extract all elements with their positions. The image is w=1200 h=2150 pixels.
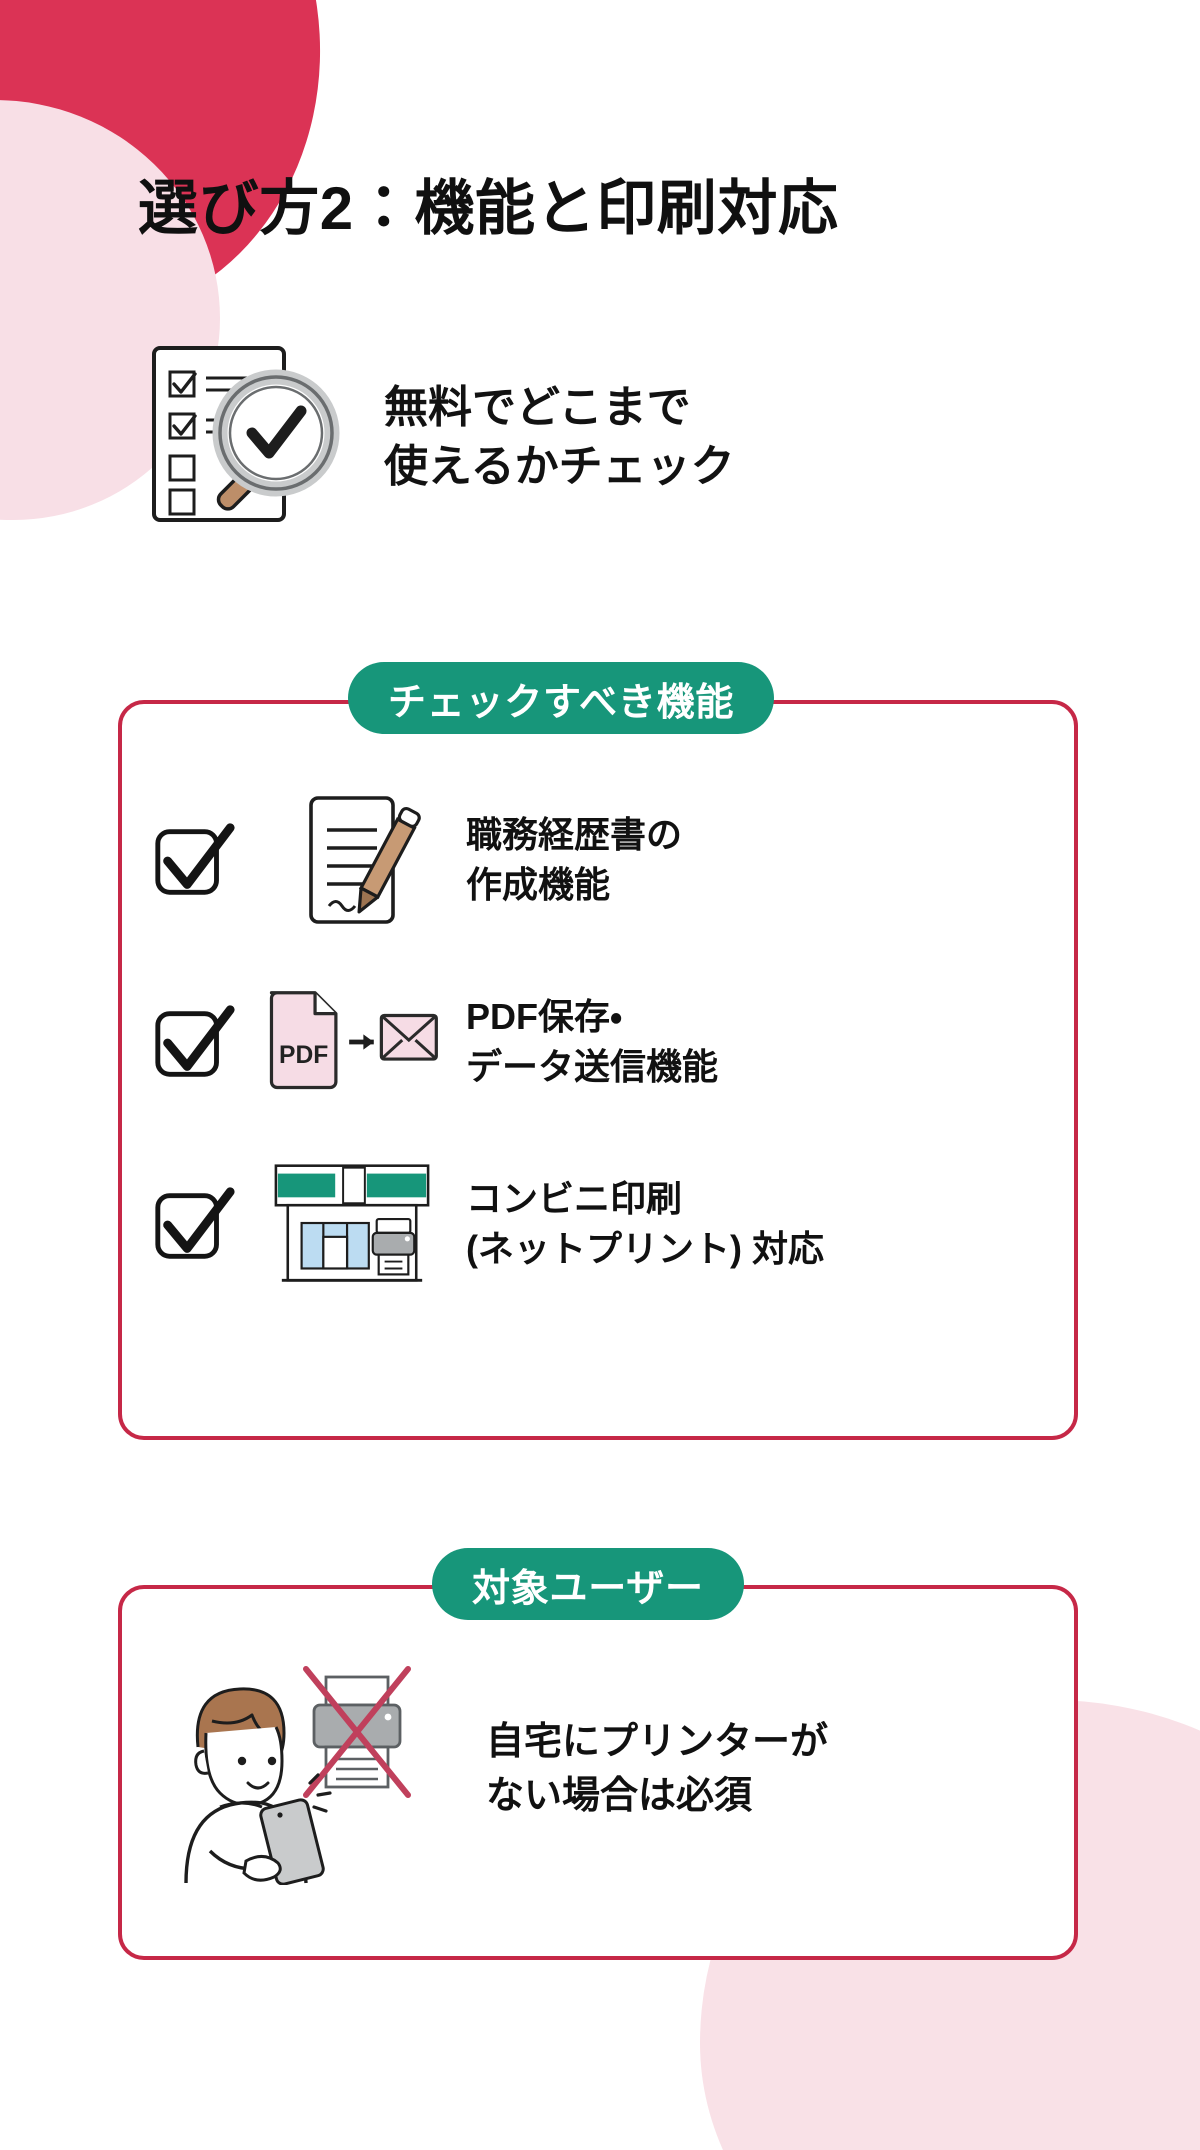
features-card-badge: チェックすべき機能 xyxy=(348,662,775,734)
feature-label-line2: データ送信機能 xyxy=(466,1046,719,1087)
target-user-label: 自宅にプリンターが ない場合は必須 xyxy=(460,1716,828,1824)
checkbox-checked-icon xyxy=(150,816,262,904)
convenience-store-printer-icon xyxy=(262,1159,442,1289)
feature-label: PDF保存・ データ送信機能 xyxy=(442,992,718,1093)
lead-heading: 無料でどこまで 使えるかチェック xyxy=(384,379,735,497)
feature-label-line2: 作成機能 xyxy=(466,864,611,905)
target-user-row: 自宅にプリンターが ない場合は必須 xyxy=(150,1655,1050,1885)
lead-heading-line1: 無料でどこまで xyxy=(384,382,691,432)
target-user-label-line1: 自宅にプリンターが xyxy=(486,1721,829,1764)
feature-label: コンビニ印刷 (ネットプリント) 対応 xyxy=(442,1174,824,1275)
page-title: 選び方2：機能と印刷対応 xyxy=(138,175,839,242)
feature-row: 職務経歴書の 作成機能 xyxy=(150,790,1050,930)
feature-row: PDF PDF保存・ データ送信機能 xyxy=(150,972,1050,1112)
pdf-to-email-icon: PDF xyxy=(262,982,442,1102)
lead-heading-line2: 使えるかチェック xyxy=(384,441,735,491)
document-pen-icon xyxy=(262,790,442,930)
person-smartphone-no-printer-icon xyxy=(150,1655,460,1885)
clipboard-magnifier-icon xyxy=(140,330,350,545)
feature-label-line1: PDF保存・ xyxy=(466,995,623,1037)
target-user-label-line2: ない場合は必須 xyxy=(486,1775,753,1817)
feature-label-line2: (ネットプリント) 対応 xyxy=(466,1228,824,1269)
target-user-card-badge: 対象ユーザー xyxy=(432,1548,744,1620)
feature-row: コンビニ印刷 (ネットプリント) 対応 xyxy=(150,1154,1050,1294)
lead-block: 無料でどこまで 使えるかチェック xyxy=(140,330,1000,545)
feature-label: 職務経歴書の 作成機能 xyxy=(442,810,682,911)
pdf-label: PDF xyxy=(279,1042,328,1069)
checkbox-checked-icon xyxy=(150,1180,262,1268)
feature-label-line1: コンビニ印刷 xyxy=(466,1177,683,1219)
features-list: 職務経歴書の 作成機能 PDF xyxy=(150,790,1050,1294)
feature-label-line1: 職務経歴書の xyxy=(466,813,683,855)
checkbox-checked-icon xyxy=(150,998,262,1086)
